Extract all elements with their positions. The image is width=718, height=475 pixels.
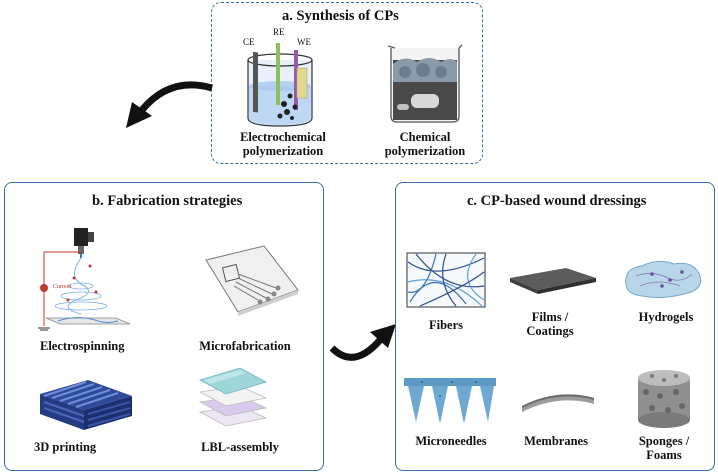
hydrogels-label: Hydrogels	[638, 310, 694, 324]
electrospinning-label: Electrospinning	[40, 339, 125, 353]
microfabrication-illustration	[205, 245, 299, 316]
films-coatings-illustration	[510, 268, 596, 294]
3d-printing-illustration	[40, 380, 132, 430]
current-label: Current	[53, 284, 72, 290]
microneedles-label: Microneedles	[415, 434, 487, 448]
electrospinning-illustration	[38, 228, 131, 331]
membranes-illustration	[522, 394, 594, 412]
panel-fabrication	[4, 182, 324, 471]
lbl-assembly-label: LBL-assembly	[201, 440, 279, 454]
lbl-assembly-illustration	[198, 367, 268, 427]
arrow-a-to-b-icon	[126, 81, 213, 128]
sponges-foams-label: Sponges / Foams	[638, 434, 690, 462]
microfabrication-label: Microfabrication	[199, 339, 291, 353]
microneedles-illustration	[404, 378, 496, 424]
ce-label: CE	[243, 37, 255, 47]
re-label: RE	[273, 27, 285, 37]
films-coatings-label: Films / Coatings	[526, 310, 574, 338]
electrochemical-label: Electrochemical polymerization	[240, 130, 326, 158]
sponges-foams-illustration	[638, 370, 690, 428]
arrow-b-to-c-icon	[329, 324, 396, 361]
membranes-label: Membranes	[524, 434, 588, 448]
we-label: WE	[297, 37, 311, 47]
chemical-label: Chemical polymerization	[384, 130, 466, 158]
fibers-illustration	[406, 252, 486, 308]
panel-b-title: b. Fabrication strategies	[92, 193, 243, 209]
3d-printing-label: 3D printing	[34, 440, 97, 454]
panel-a-title: a. Synthesis of CPs	[282, 8, 399, 24]
chemical-beaker-illustration	[387, 44, 463, 123]
fibers-label: Fibers	[428, 318, 464, 332]
electrochemical-cell-illustration	[247, 43, 313, 127]
hydrogels-illustration	[625, 260, 702, 299]
panel-c-title: c. CP-based wound dressings	[467, 193, 647, 209]
